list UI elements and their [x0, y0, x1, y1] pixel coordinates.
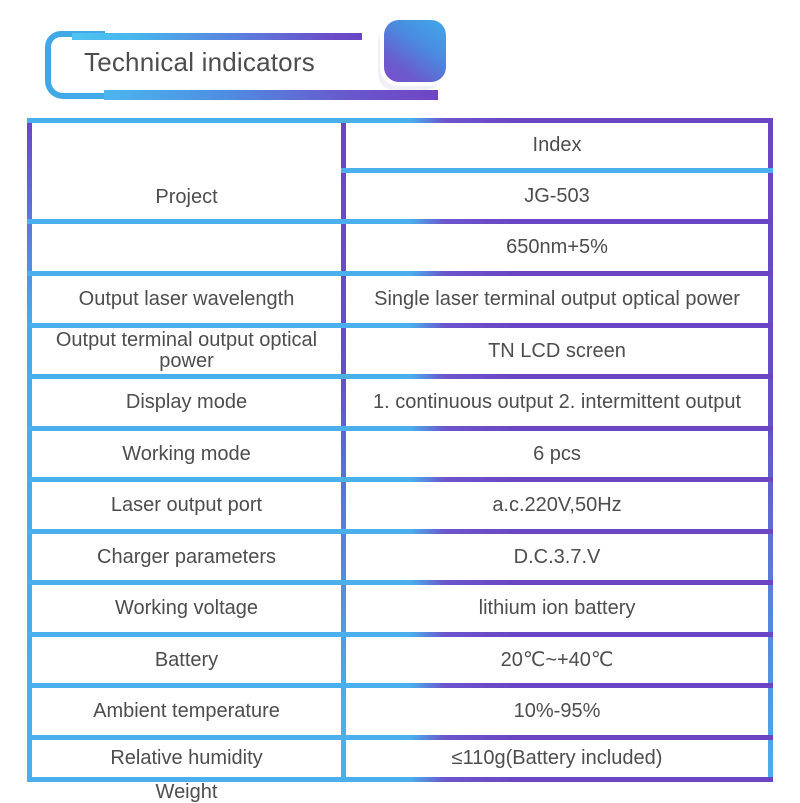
header-bottom-rule: [104, 90, 438, 100]
table-hrule-right: [341, 168, 773, 173]
table-hrule-left: [27, 426, 346, 431]
table-cell-label: Working mode: [122, 442, 251, 465]
table-hrule-right: [341, 777, 773, 782]
table-hrule-left: [27, 777, 346, 782]
table-hrule-right: [341, 323, 773, 328]
table-hrule-right: [341, 477, 773, 482]
table-cell-value: a.c.220V,50Hz: [492, 494, 622, 517]
table-border-right: [768, 118, 773, 782]
table-cell-label: Output terminal output optical power: [55, 329, 318, 372]
table-hrule-right: [341, 580, 773, 585]
table-cell-value: 650nm+5%: [506, 236, 608, 259]
header-top-rule: [72, 33, 362, 40]
table-cell-label: Working voltage: [114, 597, 259, 620]
table-cell-model: JG-503: [524, 184, 590, 207]
table-cell-value: 1. continuous output 2. intermittent out…: [372, 391, 742, 414]
table-hrule-left: [27, 580, 346, 585]
table-hrule-right: [341, 118, 773, 123]
table-cell-label: Output laser wavelength: [78, 288, 295, 311]
table-cell-label: Laser output port: [110, 494, 263, 517]
table-cell-label: Battery: [154, 648, 219, 671]
table-hrule-left: [27, 271, 346, 276]
table-cell-value: 20℃~+40℃: [500, 648, 614, 671]
table-cell-project-label: Project: [155, 185, 218, 208]
table-cell-label: Weight: [155, 781, 218, 803]
table-cell-index-header: Index: [532, 134, 582, 157]
table-hrule-left: [27, 219, 346, 224]
table-cell-value: 6 pcs: [533, 442, 581, 465]
table-hrule-left: [27, 477, 346, 482]
table-hrule-right: [341, 426, 773, 431]
rounded-square-badge-icon: [384, 20, 446, 82]
table-hrule-right: [341, 374, 773, 379]
table-hrule-right: [341, 735, 773, 740]
header-banner: Technical indicators: [0, 0, 800, 112]
table-hrule-right: [341, 219, 773, 224]
table-cell-value: Single laser terminal output optical pow…: [374, 288, 740, 311]
table-hrule-right: [341, 529, 773, 534]
table-cell-label: Relative humidity: [110, 747, 263, 770]
table-cell-label: Ambient temperature: [93, 700, 280, 723]
table-cell-value: lithium ion battery: [478, 597, 636, 620]
table-cell-label: Charger parameters: [97, 545, 276, 568]
table-hrule-right: [341, 683, 773, 688]
table-hrule-left: [27, 529, 346, 534]
table-hrule-left: [27, 118, 346, 123]
table-cell-value: ≤110g(Battery included): [451, 747, 663, 770]
table-cell-value: TN LCD screen: [488, 339, 626, 362]
table-hrule-right: [341, 632, 773, 637]
table-cell-value: D.C.3.7.V: [513, 545, 601, 568]
page-title: Technical indicators: [84, 47, 315, 77]
table-hrule-left: [27, 323, 346, 328]
table-hrule-right: [341, 271, 773, 276]
table-cell-label: Display mode: [125, 391, 248, 414]
table-hrule-left: [27, 683, 346, 688]
table-cell-value: 10%-95%: [513, 700, 601, 723]
table-hrule-left: [27, 632, 346, 637]
table-hrule-left: [27, 374, 346, 379]
table-border-left: [27, 118, 32, 782]
table-column-divider: [341, 118, 346, 782]
table-hrule-left: [27, 735, 346, 740]
